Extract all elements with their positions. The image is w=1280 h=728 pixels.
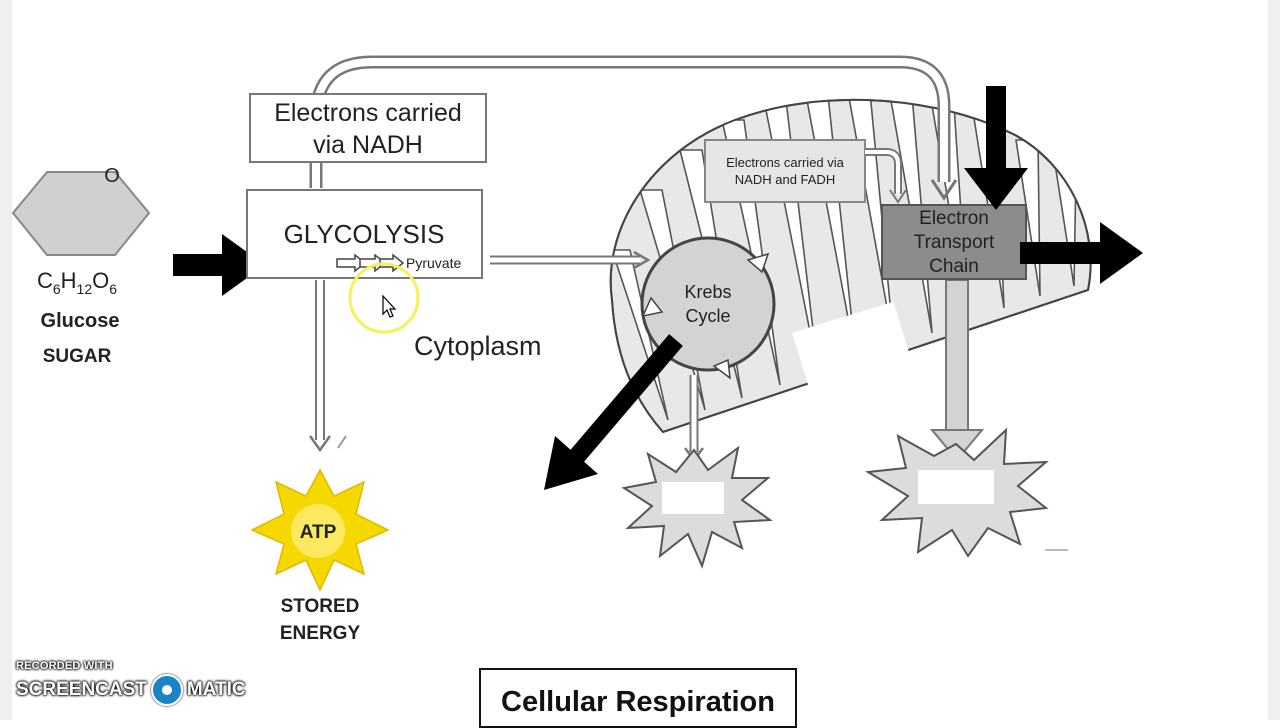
etc-energy-burst	[864, 427, 1049, 558]
pyruvate-to-krebs-arrow	[490, 250, 651, 270]
atp-star: ATP STORED ENERGY	[250, 468, 390, 644]
mito-electrons-box: Electrons carried via NADH and FADH	[704, 139, 866, 203]
glycolysis-to-atp-arrow	[308, 280, 347, 453]
krebs-output-arrow	[544, 334, 683, 490]
glycolysis-label: GLYCOLYSIS	[284, 219, 445, 249]
stored-label: STORED	[281, 596, 360, 617]
energy-label: ENERGY	[280, 623, 361, 644]
svg-text:via NADH: via NADH	[313, 131, 423, 159]
page-title: Cellular Respiration	[501, 686, 775, 718]
page-title-box: Cellular Respiration	[479, 668, 797, 728]
pyruvate-arrows-icon	[336, 253, 405, 273]
sugar-label: SUGAR	[43, 346, 112, 367]
glycolysis-box: GLYCOLYSIS Pyruvate	[246, 189, 483, 279]
etc-output-arrow	[1020, 222, 1143, 284]
left-margin-bar	[0, 0, 12, 720]
krebs-energy-burst	[621, 445, 773, 569]
cursor-highlight-ring	[348, 262, 420, 334]
electron-transport-chain-box: Electron Transport Chain	[881, 204, 1027, 280]
atp-label: ATP	[300, 522, 337, 543]
screencast-logo-icon	[150, 674, 183, 706]
glucose-hexagon-icon	[11, 171, 151, 256]
watermark-recorded-text: RECORDED WITH	[16, 660, 113, 672]
blank-label-mitochondrion	[792, 301, 910, 387]
mouse-pointer-icon	[382, 294, 397, 318]
krebs-label-line1: Krebs	[684, 282, 731, 302]
nadh-electrons-box: Electrons carried via NADH	[249, 93, 487, 163]
input-to-etc-arrow	[964, 86, 1028, 210]
blank-label-etc-output	[918, 470, 994, 504]
svg-text:NADH and FADH: NADH and FADH	[735, 172, 835, 187]
svg-text:Electrons carried via: Electrons carried via	[726, 155, 845, 170]
mito-box-to-etc-arrow	[865, 148, 907, 204]
glucose-to-glycolysis-arrow	[173, 234, 265, 296]
etc-label-line2: Transport	[914, 232, 995, 253]
glucose-molecule: O C6H12O6 Glucose SUGAR	[11, 165, 151, 367]
krebs-cycle: Krebs Cycle	[640, 236, 776, 380]
svg-text:Electrons carried: Electrons carried	[274, 99, 462, 127]
glucose-formula: C6H12O6	[37, 268, 117, 297]
watermark-brand-right: MATIC	[186, 679, 246, 700]
cytoplasm-label: Cytoplasm	[414, 331, 542, 361]
cycle-arrowhead-icon	[712, 358, 731, 380]
etc-label-line3: Chain	[929, 256, 979, 277]
oxygen-label: O	[104, 165, 120, 187]
recording-watermark: RECORDED WITH SCREENCAST MATIC	[16, 660, 246, 706]
pyruvate-label: Pyruvate	[406, 255, 461, 271]
glucose-label: Glucose	[41, 310, 120, 332]
cycle-arrowhead-icon	[641, 296, 664, 318]
watermark-brand-left: SCREENCAST	[16, 679, 147, 700]
etc-label-line1: Electron	[919, 208, 989, 229]
cycle-arrowhead-icon	[746, 252, 770, 274]
blank-label-krebs-output	[662, 482, 724, 514]
krebs-label-line2: Cycle	[685, 306, 730, 326]
right-margin-bar	[1268, 0, 1280, 720]
